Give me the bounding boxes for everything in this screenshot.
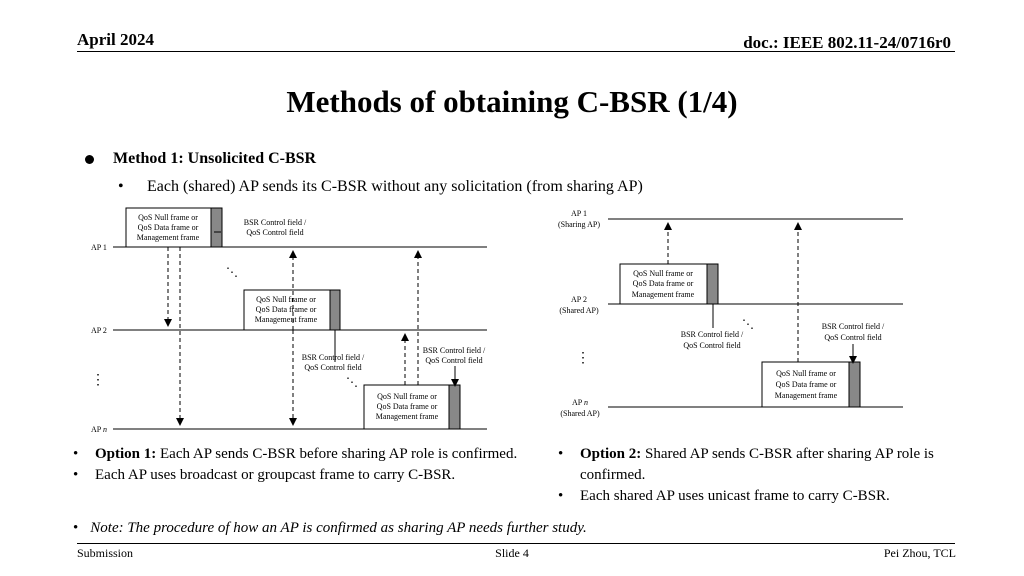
ap1-label: AP 1 xyxy=(91,243,107,252)
svg-text:QoS Control field: QoS Control field xyxy=(824,333,881,342)
header-doc-id: doc.: IEEE 802.11-24/0716r0 xyxy=(743,33,951,52)
header-rule xyxy=(77,51,955,52)
svg-text:Management frame: Management frame xyxy=(255,315,318,324)
option-1-text: Each AP sends C-BSR before sharing AP ro… xyxy=(156,446,518,462)
svg-text:BSR Control field /: BSR Control field / xyxy=(822,322,885,331)
svg-text:Management frame: Management frame xyxy=(775,391,838,400)
r-bsr-label-2: BSR Control field / QoS Control field xyxy=(681,330,744,350)
sub-bullet-text: Each (shared) AP sends its C-BSR without… xyxy=(147,178,643,195)
note-text: Note: The procedure of how an AP is conf… xyxy=(90,520,587,536)
svg-text:AP n: AP n xyxy=(572,398,588,407)
option-2-frame-item: • Each shared AP uses unicast frame to ca… xyxy=(558,486,958,507)
diagram-option-2: AP 1 (Sharing AP) AP 2 (Shared AP) AP n … xyxy=(558,209,903,418)
r-bsr-label-n: BSR Control field / QoS Control field xyxy=(822,322,885,342)
svg-text:QoS Control field: QoS Control field xyxy=(246,228,303,237)
svg-text:QoS Null frame or: QoS Null frame or xyxy=(138,213,198,222)
r-apn-label: AP n (Shared AP) xyxy=(560,398,600,418)
svg-text:BSR Control field /: BSR Control field / xyxy=(302,353,365,362)
bullet-marker: • xyxy=(558,488,564,504)
svg-text:QoS Data frame or: QoS Data frame or xyxy=(138,223,199,232)
svg-text:(Shared AP): (Shared AP) xyxy=(560,409,600,418)
bullet-marker: • xyxy=(73,446,79,462)
option-2-item: • Option 2: Shared AP sends C-BSR after s… xyxy=(558,444,958,486)
footer-right: Pei Zhou, TCL xyxy=(883,546,956,560)
apn-frame-box: QoS Null frame or QoS Data frame or Mana… xyxy=(363,384,461,430)
svg-text:QoS Null frame or: QoS Null frame or xyxy=(256,295,316,304)
svg-text:QoS Control field: QoS Control field xyxy=(683,341,740,350)
option-2-frame-text: Each shared AP uses unicast frame to car… xyxy=(580,488,890,504)
method-text: Method 1: Unsolicited C-BSR xyxy=(113,150,317,167)
apn-label: AP n xyxy=(91,425,107,434)
svg-text:BSR Control field /: BSR Control field / xyxy=(244,218,307,227)
svg-text:AP 1: AP 1 xyxy=(571,209,587,218)
svg-text:QoS Null frame or: QoS Null frame or xyxy=(776,369,836,378)
svg-text:QoS Control field: QoS Control field xyxy=(304,363,361,372)
option-1-list: • Option 1: Each AP sends C-BSR before sh… xyxy=(73,444,523,486)
r-diagonal-ellipsis: ⋱ xyxy=(742,317,754,331)
r-ap1-label: AP 1 (Sharing AP) xyxy=(558,209,600,229)
svg-text:Management frame: Management frame xyxy=(632,290,695,299)
bsr-label-1: BSR Control field / QoS Control field xyxy=(244,218,307,237)
svg-text:QoS Null frame or: QoS Null frame or xyxy=(633,269,693,278)
option-2-bold: Option 2: xyxy=(580,446,642,462)
bsr-label-n: BSR Control field / QoS Control field xyxy=(423,346,486,365)
svg-text:Management frame: Management frame xyxy=(137,233,200,242)
vertical-ellipsis-left: ⋮ xyxy=(91,373,105,388)
svg-text:AP 2: AP 2 xyxy=(571,295,587,304)
diagonal-ellipsis-1: ⋱ xyxy=(226,265,238,279)
svg-text:QoS Control field: QoS Control field xyxy=(425,356,482,365)
option-1-frame-item: • Each AP uses broadcast or groupcast fra… xyxy=(73,465,523,486)
svg-text:BSR Control field /: BSR Control field / xyxy=(423,346,486,355)
diagonal-ellipsis-2: ⋱ xyxy=(346,375,358,389)
ap2-label: AP 2 xyxy=(91,326,107,335)
bullet-dot-icon xyxy=(85,155,94,164)
svg-text:QoS Data frame or: QoS Data frame or xyxy=(776,380,837,389)
note: • Note: The procedure of how an AP is con… xyxy=(73,520,587,537)
svg-text:(Shared AP): (Shared AP) xyxy=(559,306,599,315)
bullet-marker: • xyxy=(558,446,564,462)
svg-text:QoS Data frame or: QoS Data frame or xyxy=(377,402,438,411)
dashed-arrows-right xyxy=(664,222,802,362)
ap2-frame-box: QoS Null frame or QoS Data frame or Mana… xyxy=(243,289,341,331)
option-1-frame-text: Each AP uses broadcast or groupcast fram… xyxy=(95,467,456,483)
r-ap2-frame-box: QoS Null frame or QoS Data frame or Mana… xyxy=(619,263,719,305)
footer-center: Slide 4 xyxy=(495,546,529,560)
svg-text:Management frame: Management frame xyxy=(376,412,439,421)
svg-text:QoS Data frame or: QoS Data frame or xyxy=(256,305,317,314)
dashed-arrows-left xyxy=(164,247,422,426)
footer-left: Submission xyxy=(77,546,134,560)
option-2-list: • Option 2: Shared AP sends C-BSR after s… xyxy=(558,444,958,507)
svg-text:(Sharing AP): (Sharing AP) xyxy=(558,220,600,229)
diagram-option-1: AP 1 AP 2 AP n QoS Null frame or QoS Dat… xyxy=(91,207,487,434)
bullet-marker: • xyxy=(118,178,124,195)
svg-text:QoS Null frame or: QoS Null frame or xyxy=(377,392,437,401)
bsr-label-2: BSR Control field / QoS Control field xyxy=(302,353,365,372)
bullet-marker: • xyxy=(73,467,79,483)
bullet-marker: • xyxy=(73,520,79,536)
r-apn-frame-box: QoS Null frame or QoS Data frame or Mana… xyxy=(761,361,861,408)
option-1-item: • Option 1: Each AP sends C-BSR before sh… xyxy=(73,444,523,465)
ap1-frame-box: QoS Null frame or QoS Data frame or Mana… xyxy=(125,207,223,248)
r-vertical-ellipsis: ⋮ xyxy=(576,351,590,366)
svg-text:BSR Control field /: BSR Control field / xyxy=(681,330,744,339)
slide-title: Methods of obtaining C-BSR (1/4) xyxy=(286,84,738,119)
header-date: April 2024 xyxy=(77,30,154,49)
r-ap2-label: AP 2 (Shared AP) xyxy=(559,295,599,315)
option-2-text: Shared AP sends C-BSR after sharing AP r… xyxy=(580,446,934,483)
footer-rule xyxy=(77,543,955,544)
option-1-bold: Option 1: xyxy=(95,446,157,462)
svg-text:QoS Data frame or: QoS Data frame or xyxy=(633,279,694,288)
